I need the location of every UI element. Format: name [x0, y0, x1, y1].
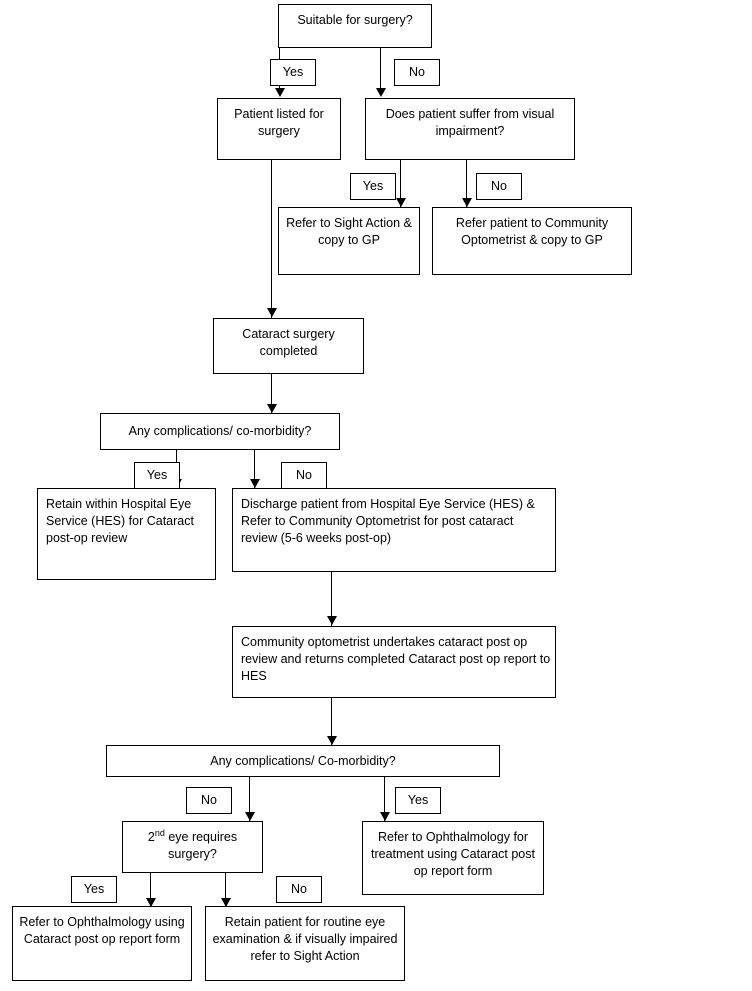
- node-label: Retain within Hospital Eye Service (HES)…: [46, 497, 194, 545]
- arrowhead-to-cataract-completed: [267, 308, 277, 317]
- arrowhead-comp2-to-refer-ophth: [380, 812, 390, 821]
- edge-label-text: No: [291, 882, 307, 896]
- node-label: Any complications/ Co-morbidity?: [210, 754, 396, 768]
- arrowhead-optom-review-to-complications-2: [327, 736, 337, 745]
- node-label: Community optometrist undertakes catarac…: [241, 635, 551, 683]
- node-label: 2nd eye requires surgery?: [147, 827, 238, 861]
- node-second-eye-requires-surgery: 2nd eye requires surgery?: [122, 821, 263, 873]
- edge-label-text: Yes: [362, 179, 384, 193]
- arrowhead-vi-to-sight-action: [396, 198, 406, 207]
- arrowhead-vi-to-community-optom: [462, 198, 472, 207]
- node-label: Retain patient for routine eye examinati…: [212, 915, 398, 963]
- node-label: Refer to Ophthalmology using Cataract po…: [19, 915, 185, 946]
- connector-discharge-to-optom-review: [331, 572, 332, 626]
- second-eye-number: 2: [147, 830, 155, 844]
- node-label: Discharge patient from Hospital Eye Serv…: [241, 497, 535, 545]
- node-label: Refer to Ophthalmology for treatment usi…: [371, 830, 535, 878]
- node-any-complications-2: Any complications/ Co-morbidity?: [106, 745, 500, 777]
- node-suitable-for-surgery: Suitable for surgery?: [278, 4, 432, 48]
- edge-label-no-3: No: [281, 462, 327, 489]
- edge-label-yes-5: Yes: [71, 876, 117, 903]
- arrowhead-suitable-to-patient-listed: [275, 88, 285, 97]
- arrowhead-discharge-to-optom-review: [327, 616, 337, 625]
- edge-label-text: No: [201, 793, 217, 807]
- node-label: Cataract surgery completed: [242, 327, 335, 358]
- edge-label-yes-2: Yes: [350, 173, 396, 200]
- edge-label-no-5: No: [276, 876, 322, 903]
- node-label: Suitable for surgery?: [297, 13, 413, 27]
- edge-label-text: Yes: [146, 468, 168, 482]
- edge-label-yes-1: Yes: [270, 59, 316, 86]
- arrowhead-second-eye-to-refer-form: [146, 898, 156, 907]
- edge-label-yes-3: Yes: [134, 462, 180, 489]
- node-refer-ophthalmology-form: Refer to Ophthalmology using Cataract po…: [12, 906, 192, 981]
- connector-second-eye-to-refer-form: [150, 873, 151, 907]
- second-eye-text: eye requires surgery?: [164, 830, 238, 861]
- arrowhead-comp2-to-second-eye: [245, 812, 255, 821]
- node-retain-patient-routine: Retain patient for routine eye examinati…: [205, 906, 405, 981]
- connector-patient-listed-down: [271, 160, 272, 318]
- connector-comp2-to-second-eye: [249, 777, 250, 821]
- node-any-complications-1: Any complications/ co-morbidity?: [100, 413, 340, 450]
- edge-label-text: Yes: [83, 882, 105, 896]
- edge-label-yes-4: Yes: [395, 787, 441, 814]
- edge-label-no-4: No: [186, 787, 232, 814]
- arrowhead-cataract-to-complications-1: [267, 404, 277, 413]
- node-label: Patient listed for surgery: [234, 107, 324, 138]
- node-refer-community-optometrist: Refer patient to Community Optometrist &…: [432, 207, 632, 275]
- connector-optom-review-to-complications-2: [331, 698, 332, 745]
- node-visual-impairment-question: Does patient suffer from visual impairme…: [365, 98, 575, 160]
- arrowhead-comp1-to-discharge: [250, 479, 260, 488]
- edge-label-text: Yes: [407, 793, 429, 807]
- connector-comp2-to-refer-ophth: [384, 777, 385, 821]
- edge-label-text: No: [296, 468, 312, 482]
- node-label: Does patient suffer from visual impairme…: [385, 107, 555, 138]
- node-label: Refer patient to Community Optometrist &…: [455, 216, 609, 247]
- node-refer-ophthalmology-treatment: Refer to Ophthalmology for treatment usi…: [362, 821, 544, 895]
- node-label: Refer to Sight Action & copy to GP: [286, 216, 412, 247]
- connector-second-eye-to-retain-routine: [225, 873, 226, 907]
- node-refer-sight-action: Refer to Sight Action & copy to GP: [278, 207, 420, 275]
- connector-vi-to-sight-action: [400, 160, 401, 207]
- node-discharge-patient: Discharge patient from Hospital Eye Serv…: [232, 488, 556, 572]
- connector-cataract-to-complications-1: [271, 374, 272, 413]
- node-community-optometrist-review: Community optometrist undertakes catarac…: [232, 626, 556, 698]
- second-eye-ordinal-suffix: nd: [154, 827, 165, 838]
- edge-label-text: Yes: [282, 65, 304, 79]
- connector-suitable-to-visual-impairment: [380, 48, 381, 90]
- arrowhead-suitable-to-visual-impairment: [376, 88, 386, 97]
- edge-label-text: No: [409, 65, 425, 79]
- node-label: Any complications/ co-morbidity?: [128, 424, 312, 438]
- edge-label-text: No: [491, 179, 507, 193]
- edge-label-no-2: No: [476, 173, 522, 200]
- node-cataract-surgery-completed: Cataract surgery completed: [213, 318, 364, 374]
- connector-vi-to-community-optom: [466, 160, 467, 207]
- node-retain-within-hes: Retain within Hospital Eye Service (HES)…: [37, 488, 216, 580]
- node-patient-listed-for-surgery: Patient listed for surgery: [217, 98, 341, 160]
- arrowhead-second-eye-to-retain-routine: [221, 898, 231, 907]
- edge-label-no-1: No: [394, 59, 440, 86]
- connector-comp1-to-discharge: [254, 450, 255, 488]
